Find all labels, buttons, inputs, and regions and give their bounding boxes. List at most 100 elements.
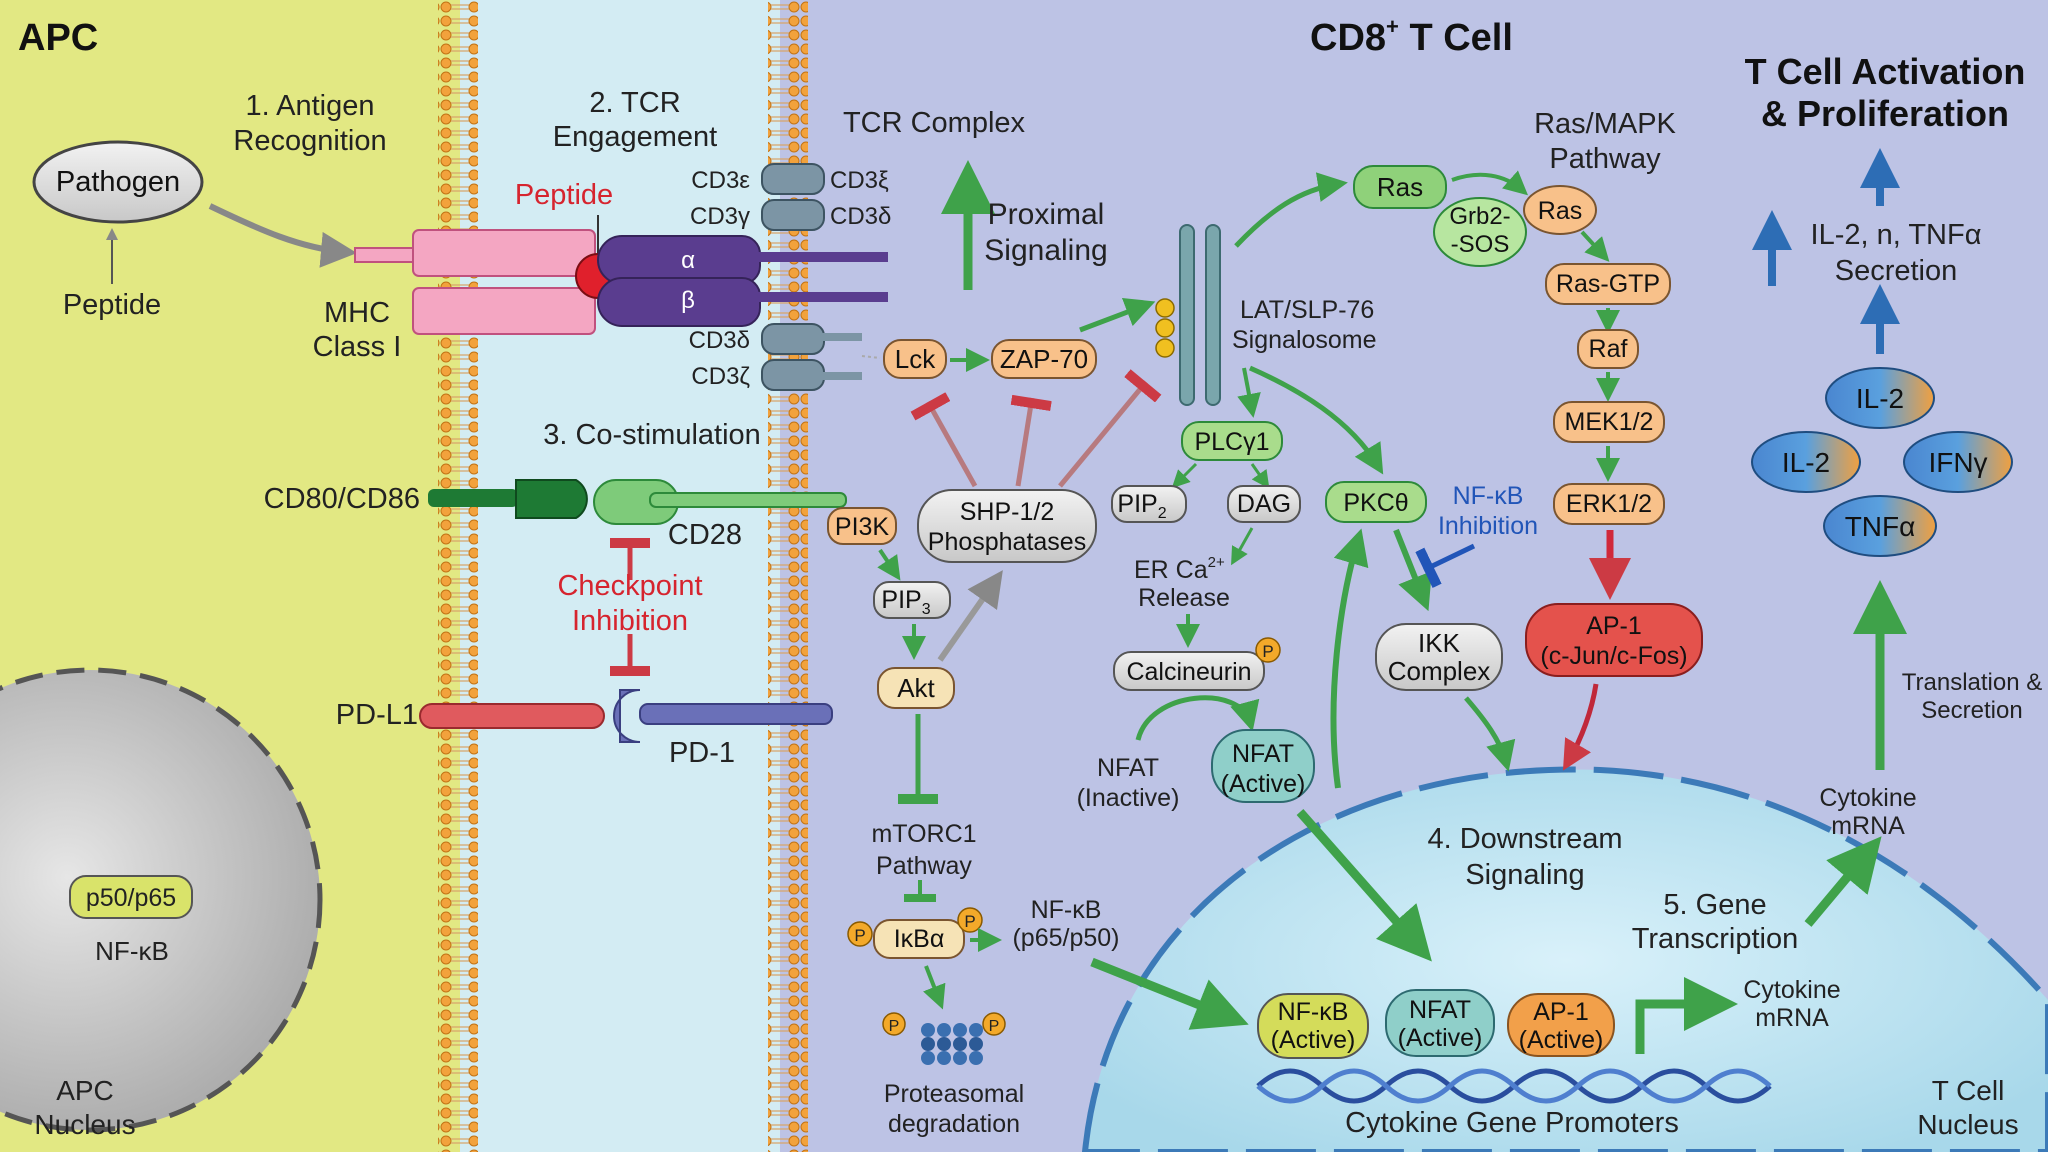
dag-to-ca-arrow — [1231, 527, 1254, 566]
lat-phospho-2 — [1155, 318, 1175, 338]
raf-node — [1577, 329, 1639, 369]
dag-node — [1227, 485, 1301, 523]
rasgtp-label: Ras-GTP — [1556, 270, 1660, 298]
apc-membrane — [438, 0, 478, 1152]
apc-nfkb-label: NF-κB — [95, 936, 169, 966]
ikba-label: IκBα — [894, 925, 945, 953]
pd1-receptor-head — [613, 689, 641, 743]
nfkb-active-label: NF-κB — [1278, 998, 1349, 1026]
dna-helix — [1256, 1068, 1772, 1104]
checkpoint-label-2: Inhibition — [572, 605, 688, 637]
lat-to-plcg1-arrow — [1237, 367, 1261, 418]
nfkb-free-label: NF-κB — [1031, 896, 1102, 924]
erk-label: ERK1/2 — [1566, 490, 1652, 518]
il2b-label: IL-2 — [1782, 447, 1830, 478]
ap1-label: AP-1 — [1586, 612, 1642, 640]
cd3e-subunit — [761, 163, 825, 195]
lat-to-pkc-arrow — [1248, 365, 1384, 475]
cd3d-subunit — [761, 323, 825, 355]
cd3z-subunit — [761, 359, 825, 391]
nfat-active-label: NFAT — [1232, 740, 1294, 768]
nfat-active-label-2: (Active) — [1221, 770, 1306, 798]
calcineurin-label: Calcineurin — [1126, 658, 1251, 686]
il2-cytokine-a — [1825, 367, 1935, 429]
step5-label-2: Transcription — [1632, 923, 1799, 955]
cd3z-tail — [822, 372, 862, 380]
tcr-complex-label: TCR Complex — [843, 107, 1026, 139]
pathogen-label: Pathogen — [56, 166, 180, 198]
nfat-activation-arrow — [1135, 695, 1260, 741]
ap1-active-tf — [1507, 993, 1615, 1057]
pkc-label: PKCθ — [1343, 489, 1408, 517]
peptide-red-label: Peptide — [515, 179, 613, 211]
mhc-alpha2-domain — [412, 287, 596, 335]
shp-label: SHP-1/2 — [960, 498, 1054, 526]
beta-label: β — [681, 287, 695, 314]
apc-title: APC — [18, 17, 98, 59]
pi3k-to-pip3-arrow — [877, 548, 901, 581]
ikba-p-right: P — [964, 912, 975, 931]
ikba-to-proteasome-arrow — [923, 965, 946, 1010]
pathogen-node — [32, 140, 204, 224]
cd80-label: CD80/CD86 — [264, 483, 420, 515]
lat-label: LAT/SLP-76 — [1240, 296, 1374, 324]
ras-node-2 — [1523, 185, 1597, 235]
ras-to-ras-arrow — [1451, 170, 1529, 196]
akt-label: Akt — [897, 673, 935, 703]
dag-label: DAG — [1237, 490, 1291, 518]
cd80-cd86-ligand — [515, 479, 588, 519]
activation-title-2: & Proliferation — [1761, 93, 2009, 134]
mrna-out-label: Cytokine — [1819, 784, 1916, 812]
cd3g-subunit — [761, 199, 825, 231]
ikba-phospho-right — [957, 907, 983, 933]
cd3z-label: CD3ζ — [691, 363, 750, 390]
nfkb-inhibition-bar — [1415, 543, 1476, 589]
erk-node — [1553, 483, 1665, 525]
ap1-tf-label: AP-1 — [1533, 998, 1589, 1026]
nfkb-complex-box — [69, 875, 193, 919]
cd3d-label: CD3δ — [689, 327, 750, 354]
zap70-to-lat-arrow — [1079, 298, 1156, 333]
il2a-label: IL-2 — [1856, 383, 1904, 414]
tcr-alpha-chain — [597, 235, 761, 285]
zap70-node — [991, 339, 1097, 379]
mek-label: MEK1/2 — [1565, 408, 1654, 436]
pip3-label: PIP3 — [881, 586, 930, 618]
step1-label: 1. Antigen — [246, 90, 375, 122]
nfkb-free-label-2: (p65/p50) — [1012, 924, 1119, 952]
ikk-label: IKK — [1418, 628, 1461, 658]
mtorc1-label-2: Pathway — [876, 852, 972, 880]
tcell-nucleus-label: T Cell — [1932, 1075, 2005, 1106]
grb2-sos-node — [1433, 197, 1527, 267]
proteasome-p-left: P — [889, 1018, 900, 1035]
plcg1-label: PLCγ1 — [1194, 428, 1269, 456]
ikba-phospho-left — [847, 921, 873, 947]
ap1-tf-label-2: (Active) — [1519, 1026, 1604, 1054]
apc-nucleus-label-2: Nucleus — [34, 1109, 135, 1140]
nfat-active-tf — [1385, 989, 1495, 1057]
nfkb-box-label: p50/p65 — [86, 884, 176, 912]
ras1-label: Ras — [1377, 172, 1423, 202]
pkc-theta-node — [1325, 481, 1427, 523]
proteasome-label: Proteasomal — [884, 1080, 1024, 1108]
proximal-label-2: Signaling — [984, 234, 1107, 267]
nfat-inactive-label: NFAT — [1097, 754, 1159, 782]
ras-gtp-node — [1545, 263, 1671, 305]
peptide-label: Peptide — [63, 289, 161, 321]
promoters-label: Cytokine Gene Promoters — [1345, 1107, 1679, 1139]
mrna-in-label-2: mRNA — [1755, 1004, 1829, 1032]
plcg1-node — [1181, 421, 1283, 461]
cd28-label: CD28 — [668, 519, 742, 551]
step4-label-2: Signaling — [1465, 859, 1584, 891]
alpha-label: α — [681, 247, 695, 274]
proteasome-label-2: degradation — [888, 1110, 1020, 1138]
cd28-receptor — [593, 479, 679, 525]
lat-label-2: Signalosome — [1232, 326, 1377, 354]
tcell-nucleus-label-2: Nucleus — [1917, 1109, 2018, 1140]
ras-node-1 — [1353, 165, 1447, 209]
pi3k-label: PI3K — [835, 513, 890, 541]
plcg1-to-dag-arrow — [1250, 463, 1270, 489]
synaptic-cleft — [460, 0, 780, 1152]
nfkb-inhibition-label-2: Inhibition — [1438, 512, 1538, 540]
mhc-label: MHC — [324, 297, 390, 329]
